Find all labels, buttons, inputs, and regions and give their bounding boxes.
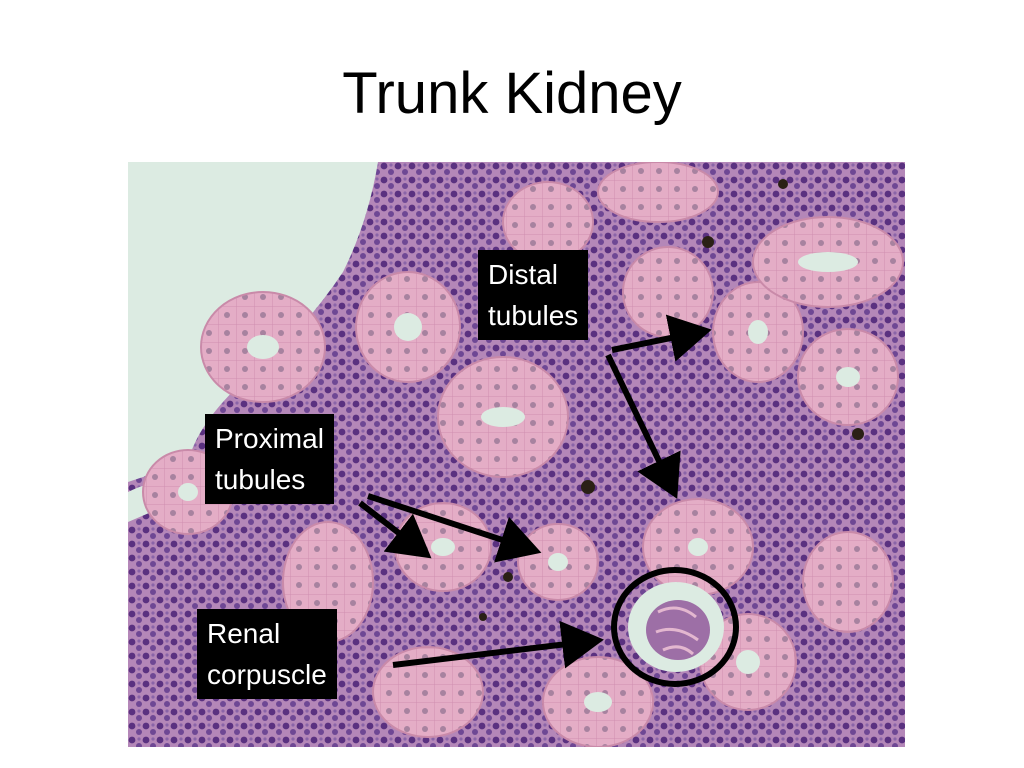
slide-title: Trunk Kidney: [342, 61, 682, 126]
label-renal-line1: Renal: [207, 618, 281, 649]
label-renal-corpuscle: Renal corpuscle: [197, 609, 337, 699]
label-distal-tubules: Distal tubules: [478, 250, 589, 340]
label-proximal-line1: Proximal: [215, 423, 324, 454]
label-distal-line1: Distal: [488, 259, 559, 290]
label-distal-line2: tubules: [488, 300, 579, 331]
label-renal-line2: corpuscle: [207, 659, 327, 690]
label-proximal-line2: tubules: [215, 464, 306, 495]
label-proximal-tubules: Proximal tubules: [205, 414, 334, 504]
